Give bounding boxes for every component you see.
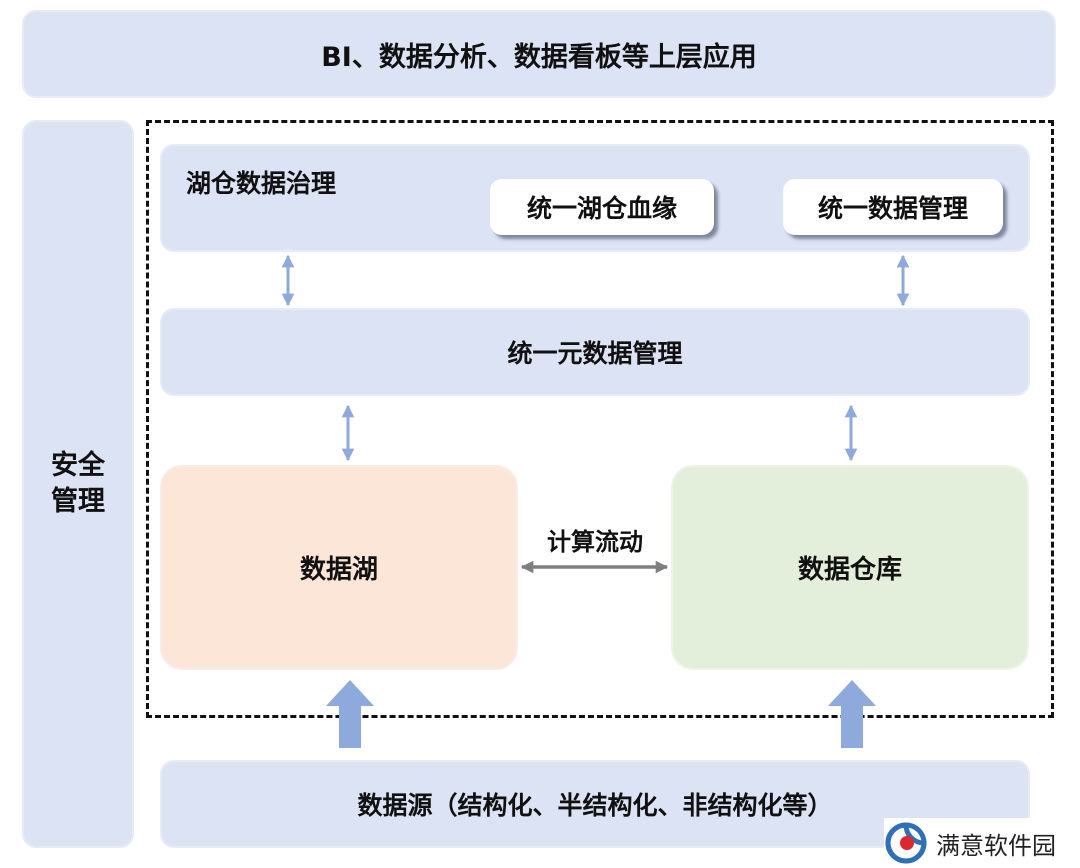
data-lake-label: 数据湖 xyxy=(299,555,378,585)
logo-icon xyxy=(885,822,927,864)
lakehouse-boundary xyxy=(146,120,1054,718)
unified-lineage-label: 统一湖仓血缘 xyxy=(526,194,677,223)
lakehouse-governance: 湖仓数据治理 统一湖仓血缘 统一数据管理 xyxy=(160,144,1030,252)
compute-flow-label: 计算流动 xyxy=(547,528,643,556)
data-lake: 数据湖 xyxy=(160,465,518,670)
arrow-source-to-lake xyxy=(326,680,374,748)
unified-data-management: 统一数据管理 xyxy=(783,179,1003,235)
governance-title: 湖仓数据治理 xyxy=(186,169,337,198)
watermark: 满意软件园 xyxy=(884,818,1080,868)
security-management: 安全 管理 xyxy=(22,120,134,848)
data-warehouse-label: 数据仓库 xyxy=(797,555,902,585)
security-label-line2: 管理 xyxy=(51,486,105,517)
arrow-source-to-warehouse xyxy=(828,680,876,748)
watermark-text: 满意软件园 xyxy=(936,831,1056,860)
data-source-label: 数据源（结构化、半结构化、非结构化等） xyxy=(357,791,833,820)
metadata-label: 统一元数据管理 xyxy=(507,339,683,368)
upper-layer-label: BI、数据分析、数据看板等上层应用 xyxy=(321,41,757,73)
security-label-line1: 安全 xyxy=(51,450,105,481)
unified-data-management-label: 统一数据管理 xyxy=(817,194,968,223)
unified-metadata-management: 统一元数据管理 xyxy=(160,308,1030,396)
data-warehouse: 数据仓库 xyxy=(671,465,1029,670)
unified-lineage: 统一湖仓血缘 xyxy=(490,179,714,235)
upper-layer-applications: BI、数据分析、数据看板等上层应用 xyxy=(22,10,1056,98)
